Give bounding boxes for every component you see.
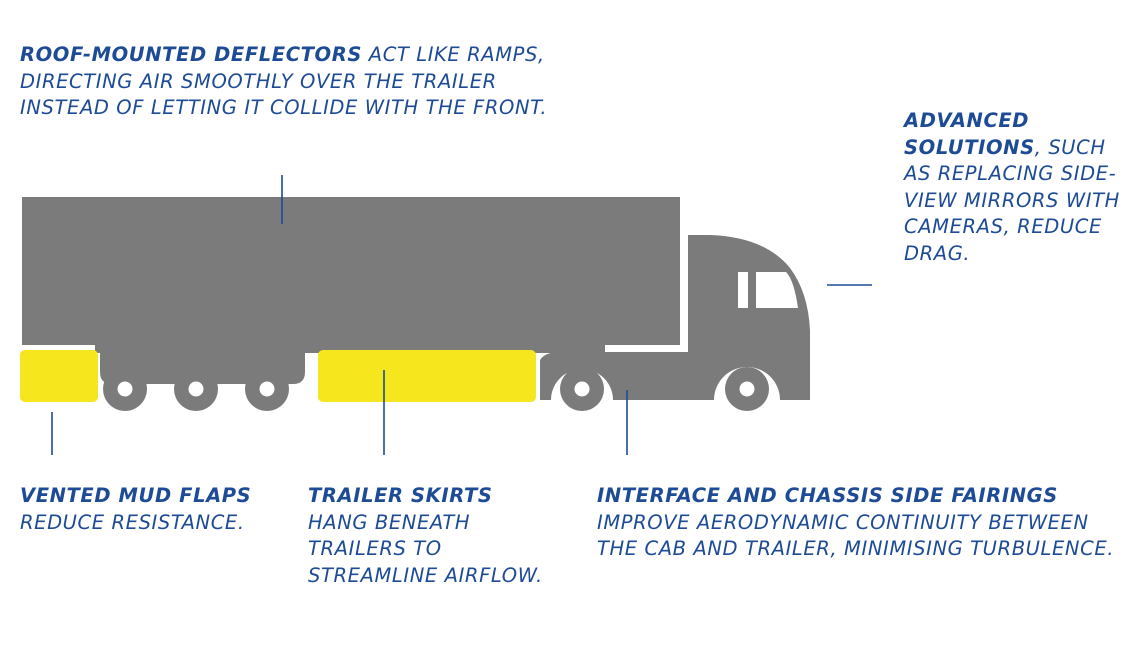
trailer-skirt-highlight	[318, 350, 536, 402]
annotation-mud-text: REDUCE RESISTANCE.	[20, 510, 245, 534]
cab-windscreen	[756, 272, 798, 308]
annotation-mud-title: VENTED MUD FLAPS	[20, 484, 252, 507]
trailer-body	[22, 197, 680, 345]
annotation-roof-deflectors: ROOF-MOUNTED DEFLECTORS ACT LIKE RAMPS, …	[20, 42, 560, 122]
annotation-side-fairings: INTERFACE AND CHASSIS SIDE FAIRINGS IMPR…	[597, 483, 1127, 563]
cab-front-wheel	[725, 367, 769, 411]
trailer-wheel-3	[245, 367, 289, 411]
cab-side-window	[738, 272, 748, 308]
trailer-wheel-2	[174, 367, 218, 411]
trailer-underframe	[95, 343, 605, 353]
annotation-skirts-title: TRAILER SKIRTS	[308, 484, 493, 507]
annotation-advanced-text: , SUCH AS REPLACING SIDE-VIEW MIRRORS WI…	[904, 135, 1120, 265]
annotation-mud-flaps: VENTED MUD FLAPS REDUCE RESISTANCE.	[20, 483, 270, 536]
annotation-advanced-title: ADVANCED SOLUTIONS	[904, 109, 1035, 159]
annotation-roof-text: ACT LIKE RAMPS, DIRECTING AIR SMOOTHLY O…	[20, 43, 548, 119]
trailer-wheel-1	[103, 367, 147, 411]
annotation-fairings-title: INTERFACE AND CHASSIS SIDE FAIRINGS	[597, 484, 1058, 507]
annotation-fairings-text: IMPROVE AERODYNAMIC CONTINUITY BETWEEN T…	[597, 510, 1115, 561]
annotation-skirts-text: HANG BENEATH TRAILERS TO STREAMLINE AIRF…	[308, 510, 543, 587]
annotation-advanced-solutions: ADVANCED SOLUTIONS, SUCH AS REPLACING SI…	[904, 108, 1129, 267]
annotation-roof-title: ROOF-MOUNTED DEFLECTORS	[20, 43, 362, 66]
cab-rear-wheel	[560, 367, 604, 411]
annotation-trailer-skirts: TRAILER SKIRTS HANG BENEATH TRAILERS TO …	[308, 483, 558, 589]
mud-flap-highlight	[20, 350, 98, 402]
